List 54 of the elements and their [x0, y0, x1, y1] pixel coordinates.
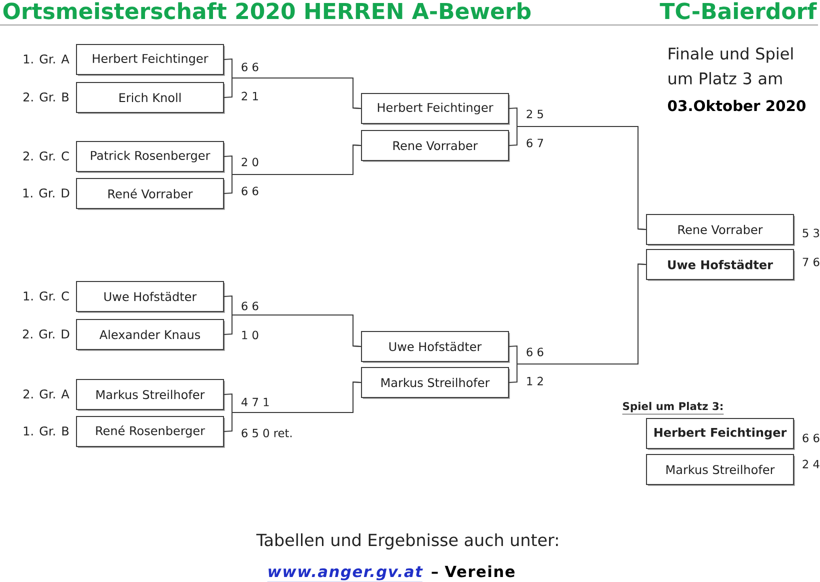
name-box: Erich Knoll: [76, 82, 225, 114]
group-label: 1. Gr. A: [24, 54, 70, 64]
date-text: 03.Oktober 2020: [668, 100, 806, 112]
score: 6 6: [526, 348, 544, 356]
group-label: 1. Gr. C: [24, 291, 69, 301]
score: 6 6: [242, 302, 258, 310]
name-box: Herbert Feichtinger: [361, 93, 510, 125]
name-box: René Rosenberger: [76, 416, 225, 448]
score: 6 7: [526, 138, 543, 148]
score: 2 5: [526, 110, 543, 118]
score: 6 5 0 ret.: [242, 428, 292, 438]
score: 2 1: [242, 92, 258, 100]
score: 6 6: [242, 186, 258, 196]
name-box: Herbert Feichtinger: [76, 44, 225, 76]
score: 1 2: [527, 376, 543, 386]
bracket-line: [508, 263, 646, 383]
bracket-line: [224, 381, 362, 432]
score: 7 6: [802, 258, 820, 266]
name-box: Markus Streilhofer: [361, 367, 510, 399]
club-name: TC-Baierdorf: [660, 2, 817, 20]
name-box: Markus Streilhofer: [646, 454, 795, 486]
bracket-line: [224, 314, 362, 347]
link: www.anger.gv.at: [267, 566, 423, 582]
bracket-line: [224, 144, 362, 194]
name-box: Alexander Knaus: [76, 319, 225, 351]
name-box: Uwe Hofstädter: [361, 331, 510, 363]
name-box: Rene Vorraber: [361, 130, 510, 162]
score: 6 6: [802, 434, 820, 442]
group-label: 2. Gr. A: [24, 389, 70, 399]
name-box: Herbert Feichtinger: [646, 418, 795, 450]
score: 6 6: [242, 62, 258, 72]
bracket-line: [508, 126, 646, 230]
name-box: Uwe Hofstädter: [76, 281, 225, 313]
score: 2 4: [802, 460, 820, 468]
group-label: 1. Gr. D: [23, 188, 70, 198]
group-label: 2. Gr. D: [22, 329, 70, 339]
footer-text: Tabellen und Ergebnisse auch unter:: [256, 533, 558, 550]
score: 4 7 1: [241, 398, 269, 406]
group-label: 2. Gr. C: [23, 151, 69, 161]
group-label: 2. Gr. B: [23, 92, 69, 102]
name-box: Patrick Rosenberger: [76, 141, 225, 173]
score: 5 3: [802, 228, 820, 238]
name-box: Rene Vorraber: [646, 214, 795, 246]
score: 2 0: [242, 158, 258, 166]
group-label: 1. Gr. B: [24, 426, 69, 436]
name-box: René Vorraber: [76, 178, 225, 210]
name-box: Uwe Hofstädter: [646, 249, 795, 281]
footer-text: – Vereine: [432, 565, 515, 578]
score: 1 0: [242, 330, 258, 340]
name-box: Markus Streilhofer: [76, 379, 225, 411]
bracket-line: [224, 78, 362, 109]
section-heading: Spiel um Platz 3:: [622, 402, 724, 414]
note-text: Finale und Spiel um Platz 3 am: [668, 47, 793, 84]
title: Ortsmeisterschaft 2020 HERREN A-Bewerb: [3, 2, 531, 20]
